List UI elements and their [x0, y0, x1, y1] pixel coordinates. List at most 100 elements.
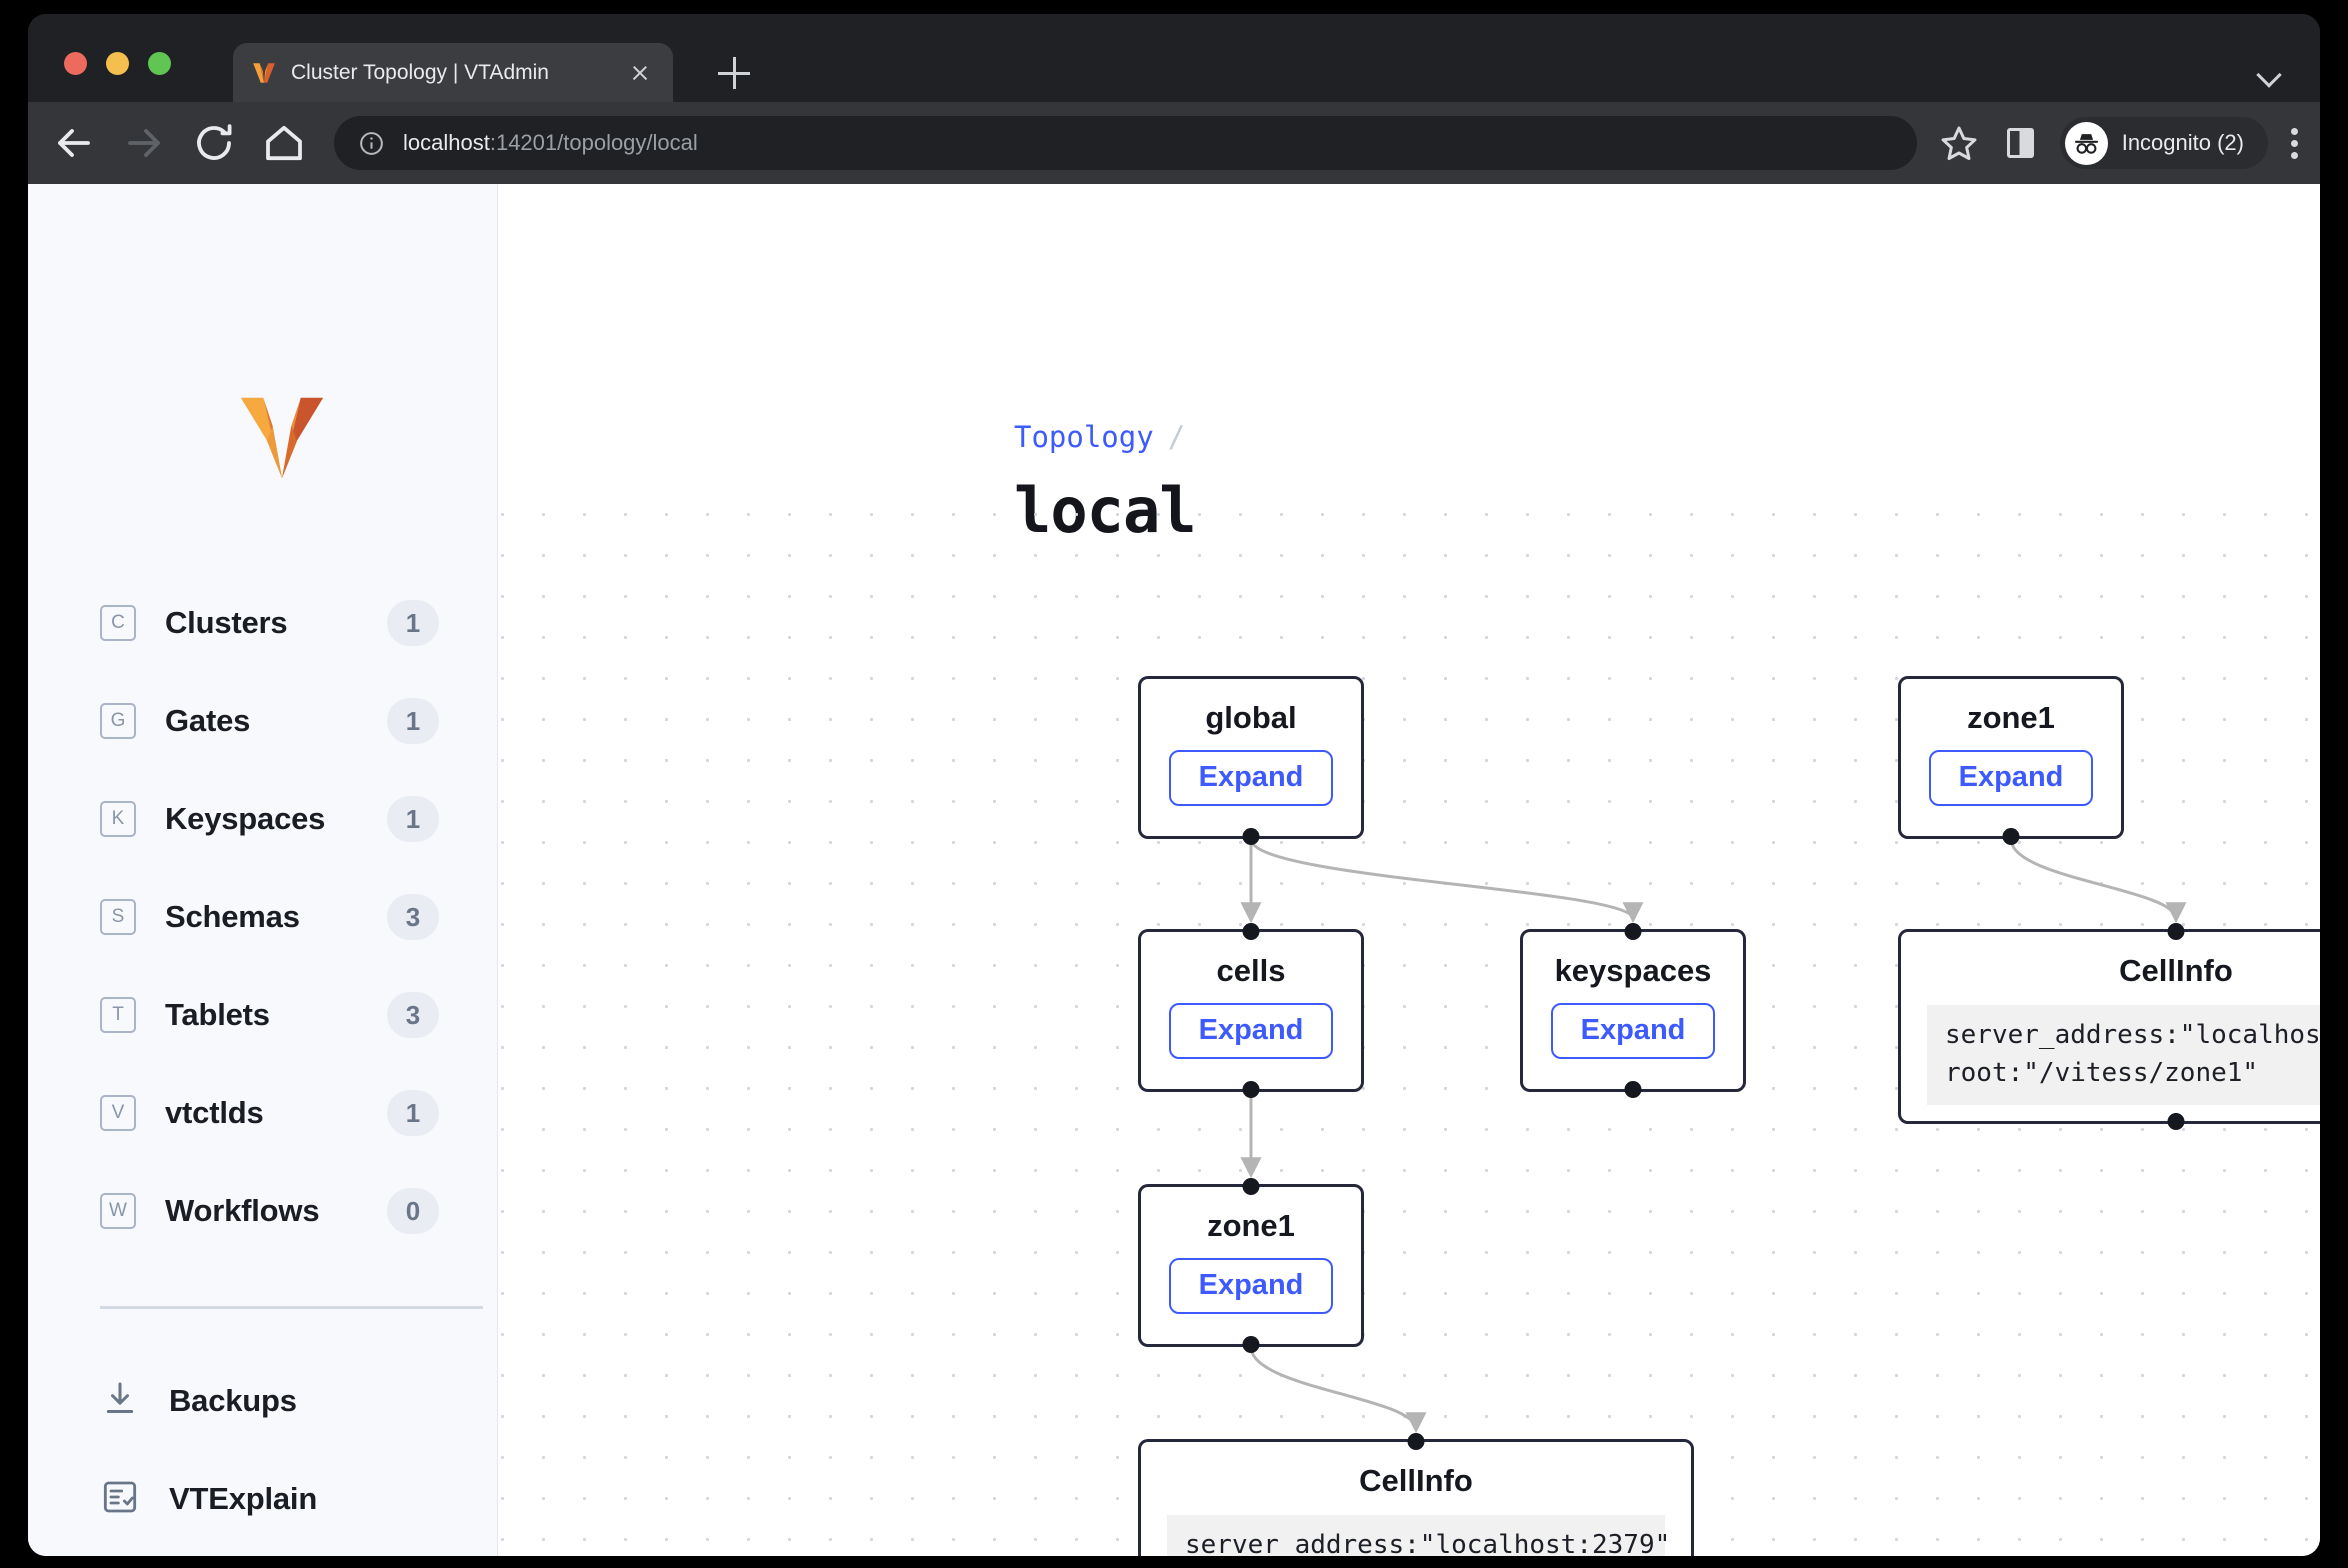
star-icon[interactable] [1939, 123, 1979, 163]
letter-badge-icon: S [100, 899, 136, 935]
chevron-down-icon[interactable] [2258, 64, 2282, 88]
node-title: CellInfo [2119, 953, 2233, 988]
plus-icon[interactable] [718, 57, 750, 89]
sidebar-item-label: VTExplain [169, 1481, 318, 1516]
url-bar[interactable]: localhost:14201/topology/local [334, 116, 1917, 170]
breadcrumb: Topology / [1014, 420, 1185, 454]
sidebar-item-backups[interactable]: Backups [28, 1352, 497, 1450]
node-port-top [1624, 923, 1642, 940]
node-port-top [1242, 1178, 1260, 1195]
sidebar-item-label: Gates [165, 703, 251, 738]
info-circle-icon[interactable] [358, 130, 385, 157]
expand-button[interactable]: Expand [1168, 1003, 1334, 1059]
expand-button[interactable]: Expand [1550, 1003, 1716, 1059]
maximize-window-button[interactable] [148, 52, 171, 75]
graph-edge-zone1-left-to-cellinfo-left [1249, 1346, 1427, 1434]
minimize-window-button[interactable] [106, 52, 129, 75]
sidebar-item-workflows[interactable]: W Workflows 0 [28, 1162, 497, 1260]
expand-button[interactable]: Expand [1168, 1258, 1334, 1314]
sidebar-item-label: Workflows [165, 1193, 320, 1228]
node-port-top [1407, 1433, 1425, 1450]
checklist-icon [100, 1477, 140, 1522]
sidebar-item-label: Backups [169, 1383, 297, 1418]
letter-badge-icon: W [100, 1193, 136, 1229]
toolbar-right-cluster: Incognito (2) [1939, 117, 2320, 169]
forward-arrow-icon[interactable] [120, 119, 168, 167]
node-port-bottom [2002, 828, 2020, 845]
incognito-icon [2064, 121, 2108, 165]
letter-badge-icon: V [100, 1095, 136, 1131]
sidebar-item-vtexplain[interactable]: VTExplain [28, 1450, 497, 1548]
sidebar-item-label: vtctlds [165, 1095, 264, 1130]
node-title: zone1 [1967, 700, 2055, 735]
sidebar-item-label: Keyspaces [165, 801, 326, 836]
letter-badge-icon: K [100, 801, 136, 837]
sidebar-divider [100, 1306, 483, 1309]
sidebar-item-count: 1 [387, 1090, 439, 1136]
window-traffic-lights [64, 52, 171, 75]
browser-window: Cluster Topology | VTAdmin [28, 14, 2320, 1556]
url-path: :14201/topology/local [489, 130, 698, 155]
expand-button[interactable]: Expand [1928, 750, 2094, 806]
sidebar-item-label: Schemas [165, 899, 300, 934]
vitess-v-logo [240, 397, 324, 479]
sidebar-item-count: 0 [387, 1188, 439, 1234]
sidebar-item-keyspaces[interactable]: K Keyspaces 1 [28, 770, 497, 868]
graph-edge-global-to-keyspaces [1249, 838, 1644, 924]
close-window-button[interactable] [64, 52, 87, 75]
sidebar-item-count: 3 [387, 992, 439, 1038]
node-port-bottom [1242, 1336, 1260, 1353]
breadcrumb-link-topology[interactable]: Topology [1014, 420, 1154, 454]
kebab-menu-icon[interactable] [2290, 123, 2300, 164]
vitess-logo-icon [253, 62, 275, 83]
download-icon [100, 1379, 140, 1424]
url-host: localhost [403, 130, 490, 155]
browser-tab-title: Cluster Topology | VTAdmin [291, 60, 549, 84]
reload-icon[interactable] [190, 119, 238, 167]
sidebar-item-label: Tablets [165, 997, 270, 1032]
browser-tab-strip: Cluster Topology | VTAdmin [28, 14, 2320, 102]
node-port-bottom [2167, 1113, 2185, 1130]
node-title: global [1205, 700, 1297, 735]
home-icon[interactable] [260, 119, 308, 167]
node-title: keyspaces [1554, 953, 1712, 988]
node-port-bottom [1624, 1081, 1642, 1098]
node-title: zone1 [1207, 1208, 1295, 1243]
incognito-label: Incognito (2) [2121, 130, 2244, 155]
incognito-profile-chip[interactable]: Incognito (2) [2059, 117, 2268, 169]
topology-node-cellinfo-right[interactable]: CellInfo server_address:"localhost:2379" … [1898, 923, 2320, 1130]
side-panel-icon[interactable] [2006, 128, 2034, 158]
breadcrumb-separator: / [1167, 420, 1186, 454]
graph-edge-zone1-top-to-cellinfo-right [2009, 838, 2187, 924]
node-code-block: server_address:"localhost:2379" root:"/v… [1927, 1005, 2320, 1105]
browser-toolbar: localhost:14201/topology/local Incognito… [28, 102, 2320, 184]
close-icon[interactable] [625, 58, 655, 88]
expand-button[interactable]: Expand [1168, 750, 1334, 806]
sidebar-item-count: 1 [387, 796, 439, 842]
node-port-bottom [1242, 828, 1260, 845]
sidebar-item-label: Clusters [165, 605, 288, 640]
node-port-bottom [1242, 1081, 1260, 1098]
node-port-top [1242, 923, 1260, 940]
back-arrow-icon[interactable] [50, 119, 98, 167]
node-title: cells [1216, 953, 1286, 988]
browser-tab[interactable]: Cluster Topology | VTAdmin [233, 43, 673, 102]
sidebar-item-topology[interactable]: Topology [28, 1548, 497, 1556]
node-port-top [2167, 923, 2185, 940]
